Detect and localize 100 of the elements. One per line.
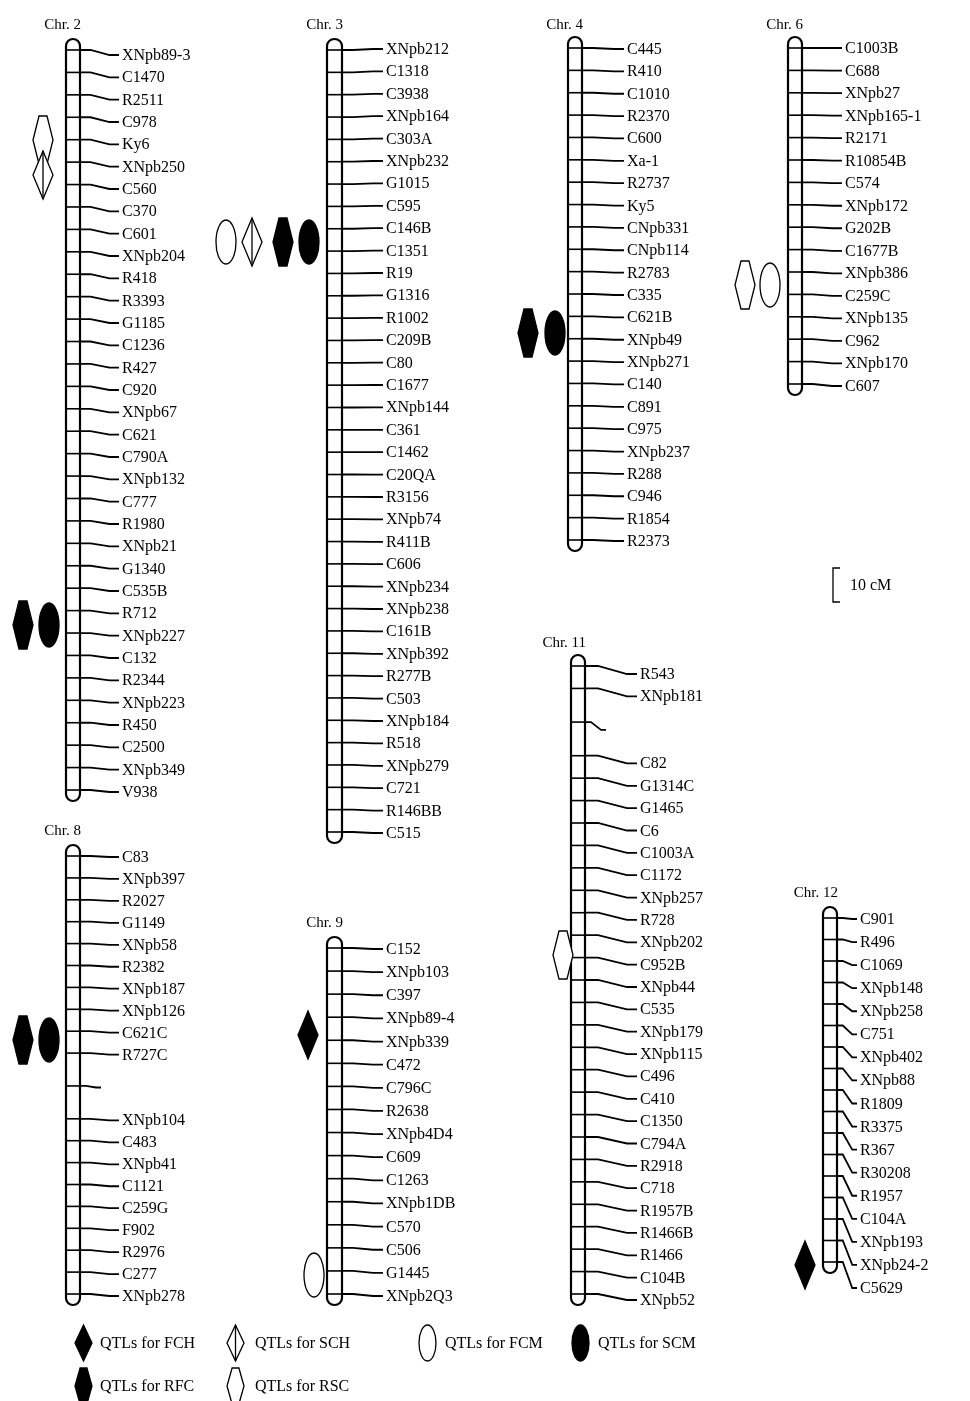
leader-line — [342, 831, 384, 834]
marker-label: C82 — [640, 753, 667, 774]
marker-label: XNpb170 — [845, 353, 909, 374]
marker-label: C161B — [386, 621, 432, 642]
leader-line — [837, 1175, 858, 1197]
leader-line — [585, 1001, 638, 1011]
leader-line — [837, 960, 858, 967]
leader-line — [342, 204, 384, 208]
leader-line — [80, 542, 120, 548]
leader-line — [802, 315, 843, 320]
marker-label: Ky6 — [122, 134, 150, 155]
marker-label: C1003B — [845, 38, 899, 58]
legend-label: QTLs for RFC — [100, 1376, 195, 1396]
leader-line — [80, 116, 120, 123]
marker-label: R2370 — [627, 106, 670, 127]
leader-line — [80, 71, 120, 79]
leader-line — [582, 337, 625, 341]
marker-label: Ky5 — [627, 195, 655, 216]
marker-label: C570 — [386, 1216, 421, 1237]
leader-line — [582, 494, 625, 498]
leader-line — [837, 1261, 858, 1289]
marker-label: R1957 — [860, 1185, 903, 1206]
chromosome-label: Chr. 11 — [541, 633, 586, 652]
marker-label: R518 — [386, 733, 421, 754]
leader-line — [80, 877, 120, 880]
leader-line — [80, 206, 120, 213]
leader-line — [582, 69, 625, 73]
leader-line — [837, 917, 858, 920]
leader-line — [80, 161, 120, 168]
marker-label: XNpb181 — [640, 686, 704, 707]
legend-label: QTLs for SCH — [255, 1333, 351, 1353]
marker-label: C1350 — [640, 1111, 683, 1132]
leader-line — [837, 938, 858, 943]
marker-label: C952B — [640, 954, 686, 975]
marker-label: XNpb184 — [386, 711, 450, 731]
marker-label: C506 — [386, 1239, 421, 1260]
marker-label: C410 — [640, 1088, 675, 1109]
marker-label: C901 — [860, 909, 895, 929]
marker-label: C303A — [386, 128, 433, 149]
marker-label: C1010 — [627, 83, 670, 104]
leader-line — [342, 160, 384, 163]
marker-label: G1316 — [386, 285, 430, 306]
marker-label: R1980 — [122, 514, 165, 534]
marker-label: G1314C — [640, 775, 695, 796]
marker-label: C688 — [845, 60, 880, 81]
marker-label: C6 — [640, 820, 659, 841]
leader-line — [80, 654, 120, 659]
chromosome-label: Chr. 4 — [545, 15, 583, 34]
marker-label: XNpb271 — [627, 352, 691, 373]
leader-line — [80, 49, 120, 56]
marker-label: R30208 — [860, 1162, 911, 1183]
leader-line — [342, 518, 384, 521]
marker-label: XNpb257 — [640, 887, 704, 908]
marker-label: R727C — [122, 1044, 168, 1065]
leader-line — [80, 138, 120, 146]
marker-label: C361 — [386, 419, 421, 440]
marker-label: C1318 — [386, 61, 429, 82]
leader-line — [802, 91, 843, 94]
marker-label: F902 — [122, 1220, 155, 1241]
marker-label: C721 — [386, 778, 421, 799]
leader-line — [342, 1154, 384, 1159]
marker-label: R450 — [122, 715, 157, 735]
leader-line — [342, 451, 384, 454]
marker-label: C2500 — [122, 737, 165, 758]
marker-label: XNpb193 — [860, 1231, 924, 1252]
leader-line — [342, 406, 384, 409]
leader-line — [80, 920, 120, 924]
leader-line — [342, 1039, 384, 1043]
leader-line — [585, 721, 607, 731]
leader-line — [80, 1271, 120, 1275]
marker-label: R3156 — [386, 487, 429, 507]
marker-label: XNpb41 — [122, 1154, 178, 1175]
leader-line — [342, 970, 384, 974]
leader-line — [802, 226, 843, 230]
leader-line — [80, 385, 120, 391]
leader-line — [585, 866, 638, 877]
marker-label: C796C — [386, 1077, 432, 1098]
leader-line — [802, 203, 843, 207]
marker-label: C601 — [122, 223, 157, 244]
leader-line — [582, 382, 625, 386]
marker-label: C259C — [845, 285, 891, 306]
marker-label: R2638 — [386, 1100, 429, 1121]
leader-line — [585, 1046, 638, 1055]
marker-label: C607 — [845, 376, 880, 396]
marker-label: CNpb114 — [627, 240, 689, 261]
marker-label: C560 — [122, 179, 157, 199]
leader-line — [80, 228, 120, 235]
leader-line — [342, 947, 384, 950]
leader-line — [80, 1052, 120, 1056]
leader-line — [585, 844, 638, 854]
leader-line — [585, 665, 638, 675]
leader-line — [80, 1008, 120, 1012]
leader-line — [342, 808, 384, 812]
leader-line — [585, 979, 638, 988]
marker-label: XNpb103 — [386, 962, 450, 983]
marker-label: C20QA — [386, 464, 436, 485]
leader-line — [582, 181, 625, 185]
marker-label: R2737 — [627, 173, 670, 194]
leader-line — [342, 786, 384, 790]
marker-label: XNpb27 — [845, 83, 901, 104]
